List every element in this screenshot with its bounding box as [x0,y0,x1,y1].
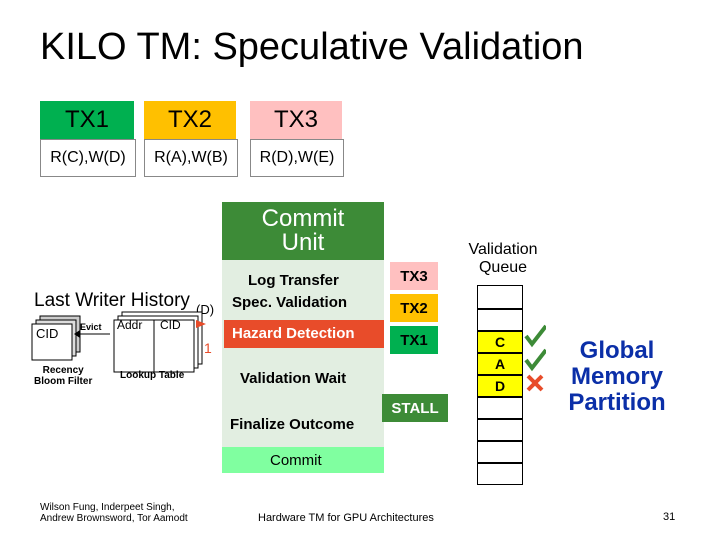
tag-tx2: TX2 [390,294,438,322]
global-memory-panel [546,180,688,496]
tx2-header: TX2 [144,101,236,139]
lwh-title: Last Writer History [34,290,190,311]
tag-stall: STALL [382,394,448,422]
page-number: 31 [663,511,676,523]
tx1-label: TX1 [64,106,109,133]
tx1-ops: R(C),W(D) [40,139,136,177]
tag-tx3-label: TX3 [400,267,428,285]
queue-slot [477,309,523,331]
commit-unit-body [222,260,384,447]
queue-slot [477,441,523,463]
queue-entry-d: D [477,375,523,397]
stage-hazard-detection: Hazard Detection [232,325,355,342]
lwh-addr: Addr [117,318,143,332]
lwh-lookup-table: Lookup Table [120,370,185,381]
lwh-cid: CID [36,326,59,341]
queue-entry-a: A [477,353,523,375]
tx3-ops: R(D),W(E) [250,139,344,177]
tx2-ops: R(A),W(B) [144,139,238,177]
queue-entry-c: C [477,331,523,353]
queue-slot [477,463,523,485]
footer-center: Hardware TM for GPU Architectures [258,512,434,524]
queue-slot [477,397,523,419]
queue-slot [477,285,523,309]
commit-unit-header: Commit Unit [222,202,384,260]
tx3-label: TX3 [273,106,318,133]
tag-tx1: TX1 [390,326,438,354]
stage-log-transfer: Log Transfer [248,272,339,289]
slide-title: KILO TM: Speculative Validation [40,26,584,68]
lwh-cid-column: CID [160,318,181,332]
queue-status-marks [524,324,548,392]
tx2-label: TX2 [167,106,212,133]
queue-slot [477,419,523,441]
tx1-header: TX1 [40,101,134,139]
tag-tx2-label: TX2 [400,299,428,317]
hazard-detection-box [224,320,384,348]
lwh-evict: Evict [80,322,102,332]
check-icon [524,324,548,348]
footer-authors: Wilson Fung, Inderpeet Singh, Andrew Bro… [40,502,188,524]
lwh-recency-bloom: Recency Bloom Filter [34,365,93,387]
stage-spec-validation: Spec. Validation [232,294,348,311]
lwh-marker-number: 1 [204,340,212,356]
stage-validation-wait: Validation Wait [240,370,347,387]
tag-tx1-label: TX1 [400,331,428,349]
tx3-header: TX3 [250,101,342,139]
stage-finalize-outcome: Finalize Outcome [230,416,355,433]
stage-commit: Commit [270,452,322,469]
validation-queue-label: Validation Queue [468,241,538,276]
check-icon [524,348,548,372]
global-memory-label: Global Memory Partition [568,337,666,416]
lwh-diagram [31,311,206,373]
commit-bar [222,447,384,473]
commit-unit-label: Commit Unit [261,205,345,256]
tag-tx3: TX3 [390,262,438,290]
tag-stall-label: STALL [391,399,439,417]
